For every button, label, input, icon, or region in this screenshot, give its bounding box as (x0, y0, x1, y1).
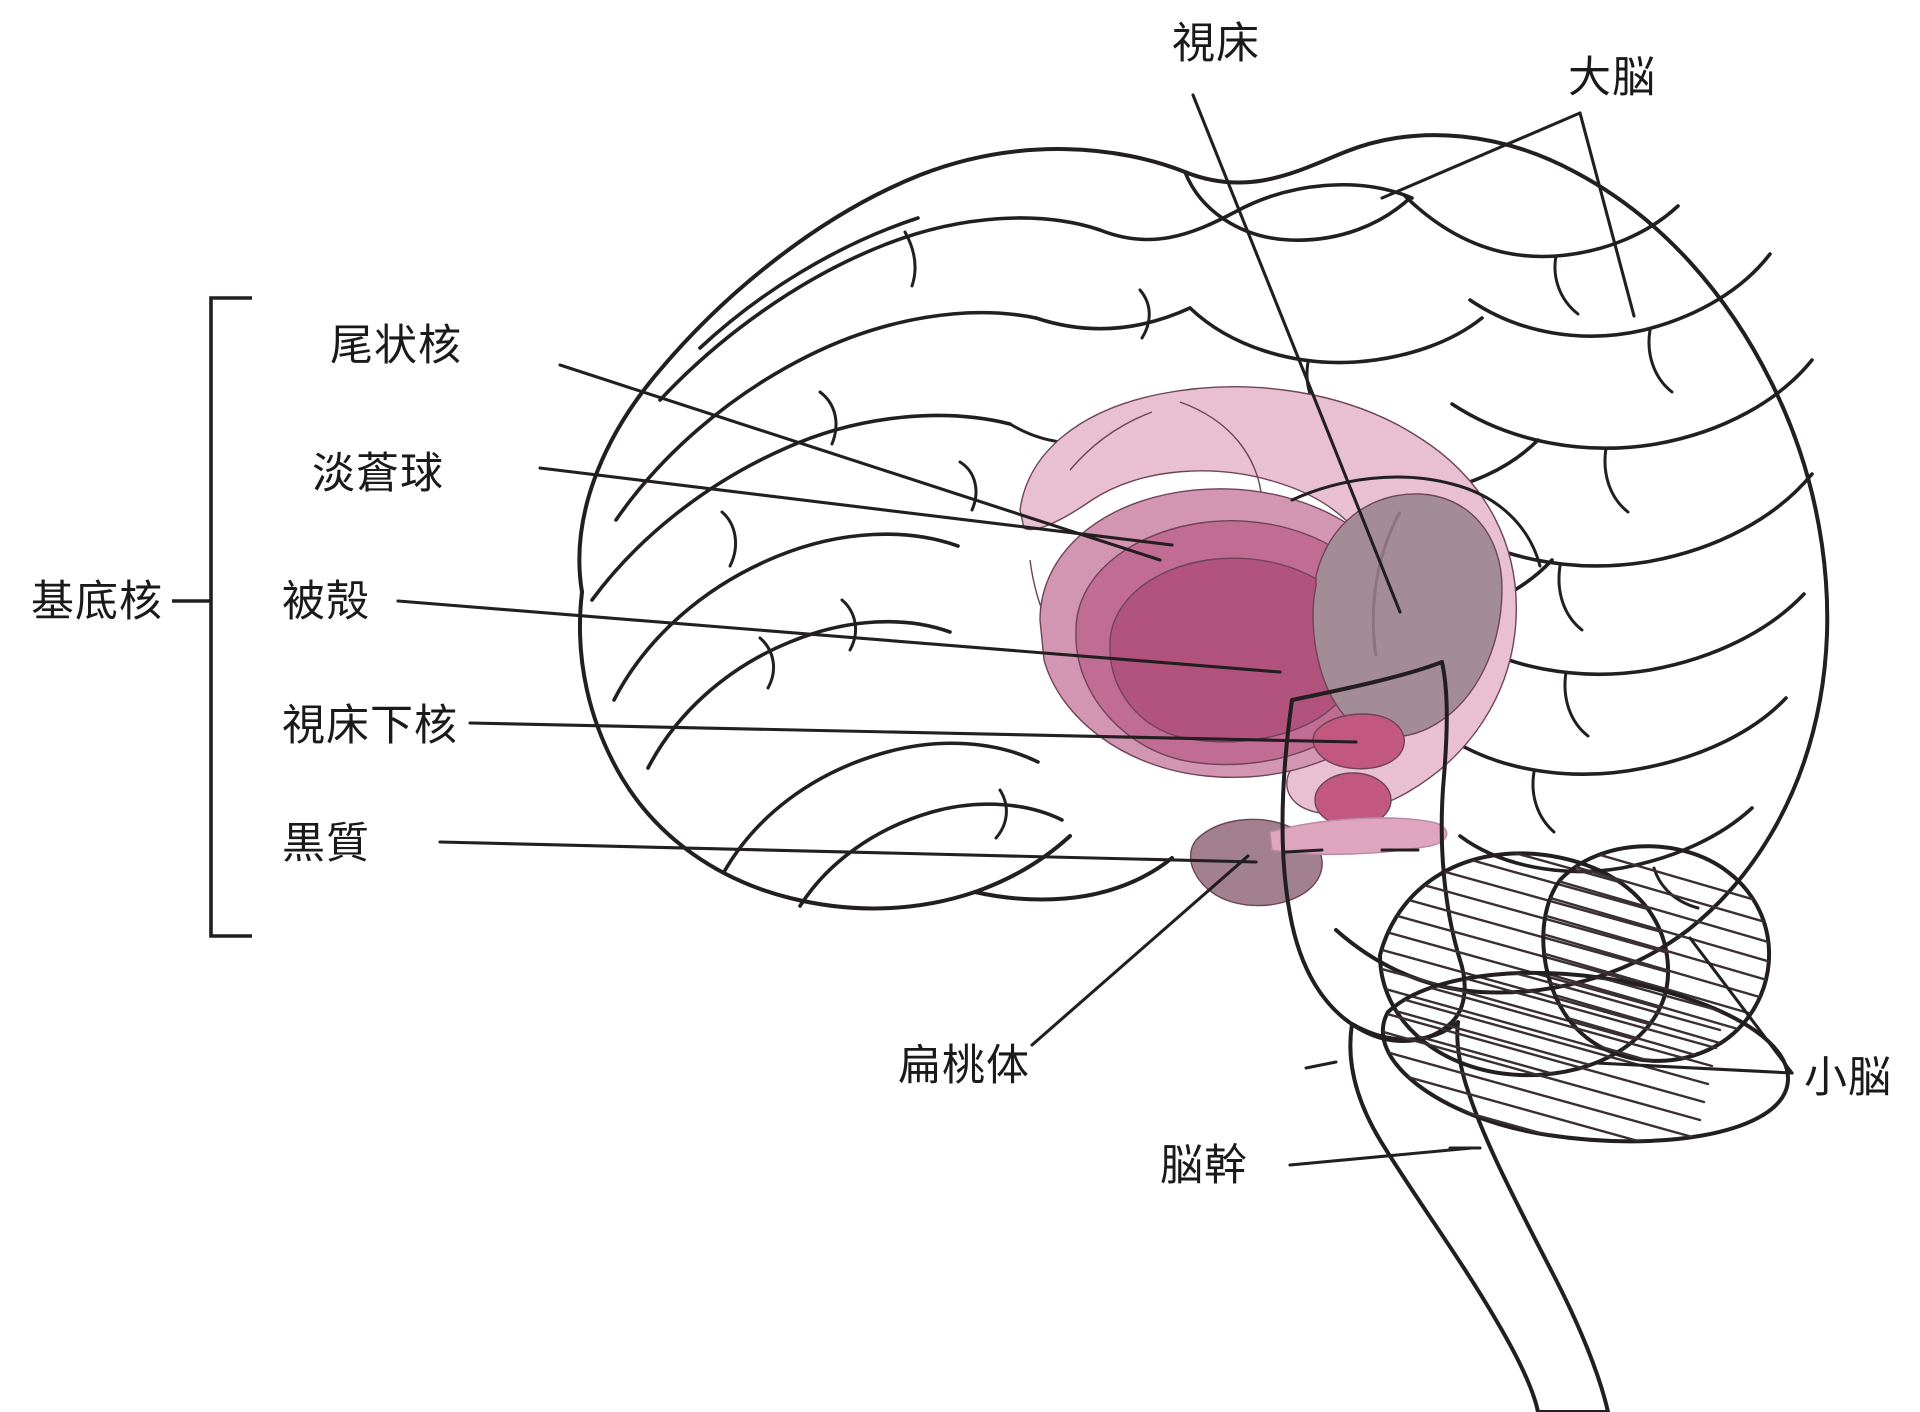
leader-putamen (396, 599, 1282, 674)
leader-substantia-nigra (438, 840, 1258, 864)
subthalamic-nucleus (1312, 713, 1405, 828)
leader-thalamus (1191, 93, 1402, 614)
leader-lines (396, 93, 1794, 1167)
label-amygdala: 扁桃体 (898, 1041, 1030, 1091)
label-layer: 基底核 尾状核 淡蒼球 被殻 視床下核 黒質 視床 大脳 小脳 扁桃体 脳幹 (31, 19, 1892, 1191)
label-caudate: 尾状核 (330, 321, 462, 371)
leader-cerebrum-lower (1578, 111, 1636, 318)
leader-brainstem (1288, 1146, 1474, 1167)
leader-globus-pallidus (538, 466, 1174, 547)
brainstem (1280, 660, 1610, 1412)
thalamus (1312, 493, 1503, 738)
leader-caudate (558, 363, 1162, 562)
label-substantia-nigra: 黒質 (282, 819, 370, 869)
leader-amygdala (1030, 854, 1250, 1047)
cerebellum (1378, 844, 1790, 1144)
label-cerebrum: 大脳 (1568, 53, 1656, 103)
label-globus-pallidus: 淡蒼球 (312, 449, 444, 499)
label-subthalamic: 視床下核 (282, 701, 458, 751)
basal-ganglia-bracket (172, 296, 252, 938)
label-brainstem: 脳幹 (1160, 1141, 1248, 1191)
internal-capsule-gap (1290, 475, 1542, 568)
cerebrum-outline (577, 133, 1830, 995)
leader-cerebellum-lower (1594, 1061, 1794, 1075)
putamen (1075, 520, 1394, 766)
leader-subthalamic (468, 721, 1358, 744)
pallidal-band (1269, 817, 1448, 856)
leader-cerebellum-upper (1688, 936, 1794, 1075)
label-thalamus: 視床 (1172, 19, 1260, 69)
label-putamen: 被殻 (282, 577, 370, 627)
cortical-sulci (590, 170, 1814, 910)
leader-cerebrum-upper (1380, 111, 1582, 200)
label-basal-ganglia: 基底核 (31, 577, 163, 627)
label-cerebellum: 小脳 (1804, 1053, 1892, 1103)
